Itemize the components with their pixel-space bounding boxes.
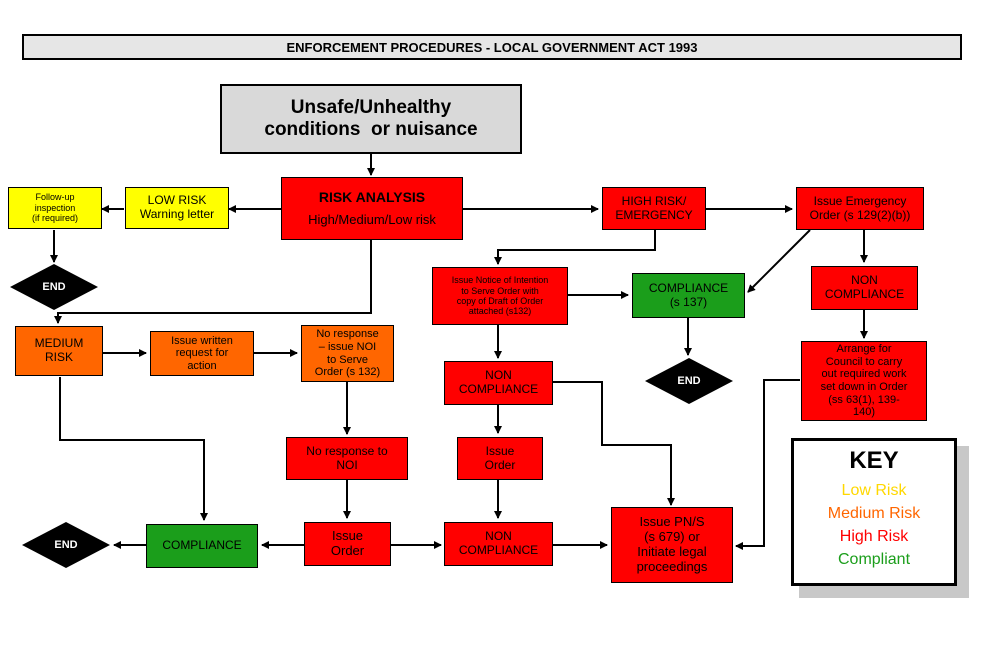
no-response-noi-line-3: to Serve xyxy=(327,353,368,366)
emergency-order-line-1: Issue Emergency xyxy=(813,193,907,208)
non-compliance-bottom-node: NON COMPLIANCE xyxy=(444,522,553,566)
key-title: KEY xyxy=(849,447,899,474)
non-compliance-mid-line-1: NON xyxy=(485,368,512,383)
no-response-to-noi-line-1: No response to xyxy=(306,443,388,458)
low-risk-line-2: Warning letter xyxy=(139,207,215,221)
high-risk-line-2: EMERGENCY xyxy=(615,207,693,222)
end-diamond-shape xyxy=(22,522,110,568)
risk-analysis-subtitle: High/Medium/Low risk xyxy=(308,212,436,228)
issue-written-request-node: Issue written request for action xyxy=(150,331,254,376)
emergency-order-line-2: Order (s 129(2)(b)) xyxy=(809,207,911,222)
arrange-council-line-4: set down in Order xyxy=(820,381,908,393)
high-risk-node: HIGH RISK/ EMERGENCY xyxy=(602,187,706,230)
issue-order-mid-line-2: Order xyxy=(484,457,516,472)
end-bottom-left-node: END xyxy=(22,522,110,568)
start-line-2: conditions or nuisance xyxy=(264,119,478,140)
follow-up-line-3: (if required) xyxy=(31,213,78,224)
issue-written-line-3: action xyxy=(187,359,217,372)
low-risk-line-1: LOW RISK xyxy=(147,193,207,208)
no-response-to-noi-line-2: NOI xyxy=(336,457,358,472)
medium-risk-node: MEDIUM RISK xyxy=(15,326,103,376)
end-middle-node: END xyxy=(645,358,733,404)
non-compliance-emergency-line-1: NON xyxy=(851,273,878,288)
compliance-bottom-node: COMPLIANCE xyxy=(146,524,258,568)
issue-pns-line-4: proceedings xyxy=(636,558,708,574)
key-item-compliant: Compliant xyxy=(837,551,911,568)
non-compliance-mid-node: NON COMPLIANCE xyxy=(444,361,553,405)
arrange-council-line-1: Arrange for xyxy=(836,343,892,356)
medium-risk-line-1: MEDIUM xyxy=(34,336,84,351)
non-compliance-bottom-line-2: COMPLIANCE xyxy=(458,543,539,557)
end-diamond-shape xyxy=(645,358,733,404)
no-response-issue-noi-node: No response – issue NOI to Serve Order (… xyxy=(301,325,394,382)
compliance-137-node: COMPLIANCE (s 137) xyxy=(632,273,745,318)
no-response-noi-line-2: – issue NOI xyxy=(318,340,377,353)
issue-pns-line-2: (s 679) or xyxy=(644,529,700,545)
compliance-bottom-label: COMPLIANCE xyxy=(162,538,242,553)
end-bottom-left-label: END xyxy=(54,539,78,551)
follow-up-line-1: Follow-up xyxy=(35,192,75,203)
risk-analysis-title: RISK ANALYSIS xyxy=(318,188,426,205)
key-item-high-risk: High Risk xyxy=(839,528,909,545)
follow-up-node: Follow-up inspection (if required) xyxy=(8,187,102,229)
start-line-1: Unsafe/Unhealthy xyxy=(290,97,452,119)
issue-order-left-line-2: Order xyxy=(330,543,365,558)
issue-order-left-line-1: Issue xyxy=(331,528,364,544)
arrange-council-line-6: 140) xyxy=(852,406,876,419)
arrange-council-line-3: out required work xyxy=(821,368,907,381)
arrange-council-node: Arrange for Council to carry out require… xyxy=(801,341,927,421)
end-left-top-node: END xyxy=(10,264,98,310)
arrange-council-line-2: Council to carry xyxy=(825,355,903,368)
page-title: ENFORCEMENT PROCEDURES - LOCAL GOVERNMEN… xyxy=(22,34,962,60)
issue-notice-intention-node: Issue Notice of Intention to Serve Order… xyxy=(432,267,568,325)
legend-key: KEY Low Risk Medium Risk High Risk Compl… xyxy=(791,438,957,586)
no-response-noi-line-4: Order (s 132) xyxy=(314,366,381,379)
issue-written-line-1: Issue written xyxy=(171,334,233,347)
arrange-council-line-5: (ss 63(1), 139- xyxy=(828,393,900,406)
non-compliance-emergency-line-2: COMPLIANCE xyxy=(824,287,905,301)
start-node: Unsafe/Unhealthy conditions or nuisance xyxy=(220,84,522,154)
issue-pns-line-3: Initiate legal xyxy=(637,544,707,559)
end-left-top-label: END xyxy=(42,281,66,293)
issue-written-line-2: request for xyxy=(175,347,229,360)
follow-up-line-2: inspection xyxy=(34,202,76,213)
no-response-noi-line-1: No response xyxy=(316,328,379,341)
notice-intention-line-3: copy of Draft of Order xyxy=(456,296,544,306)
issue-pns-node: Issue PN/S (s 679) or Initiate legal pro… xyxy=(611,507,733,583)
compliance-137-line-1: COMPLIANCE xyxy=(648,280,729,295)
issue-pns-line-1: Issue PN/S xyxy=(639,514,705,530)
non-compliance-emergency-node: NON COMPLIANCE xyxy=(811,266,918,310)
notice-intention-line-1: Issue Notice of Intention xyxy=(451,275,549,286)
end-diamond-shape xyxy=(10,264,98,310)
key-item-low-risk: Low Risk xyxy=(841,482,907,499)
non-compliance-mid-line-2: COMPLIANCE xyxy=(458,382,539,396)
medium-risk-line-2: RISK xyxy=(44,350,73,364)
low-risk-node: LOW RISK Warning letter xyxy=(125,187,229,229)
high-risk-line-1: HIGH RISK/ xyxy=(621,193,687,208)
issue-order-mid-line-1: Issue xyxy=(485,443,515,458)
issue-emergency-order-node: Issue Emergency Order (s 129(2)(b)) xyxy=(796,187,924,230)
notice-intention-line-2: to Serve Order with xyxy=(461,285,539,296)
risk-analysis-node: RISK ANALYSIS High/Medium/Low risk xyxy=(281,177,463,240)
key-item-medium-risk: Medium Risk xyxy=(827,505,921,522)
notice-intention-line-4: attached (s132) xyxy=(468,306,532,317)
non-compliance-bottom-line-1: NON xyxy=(485,529,512,544)
compliance-137-line-2: (s 137) xyxy=(669,294,708,309)
end-middle-label: END xyxy=(677,375,701,387)
no-response-to-noi-node: No response to NOI xyxy=(286,437,408,480)
issue-order-left-node: Issue Order xyxy=(304,522,391,566)
issue-order-mid-node: Issue Order xyxy=(457,437,543,480)
